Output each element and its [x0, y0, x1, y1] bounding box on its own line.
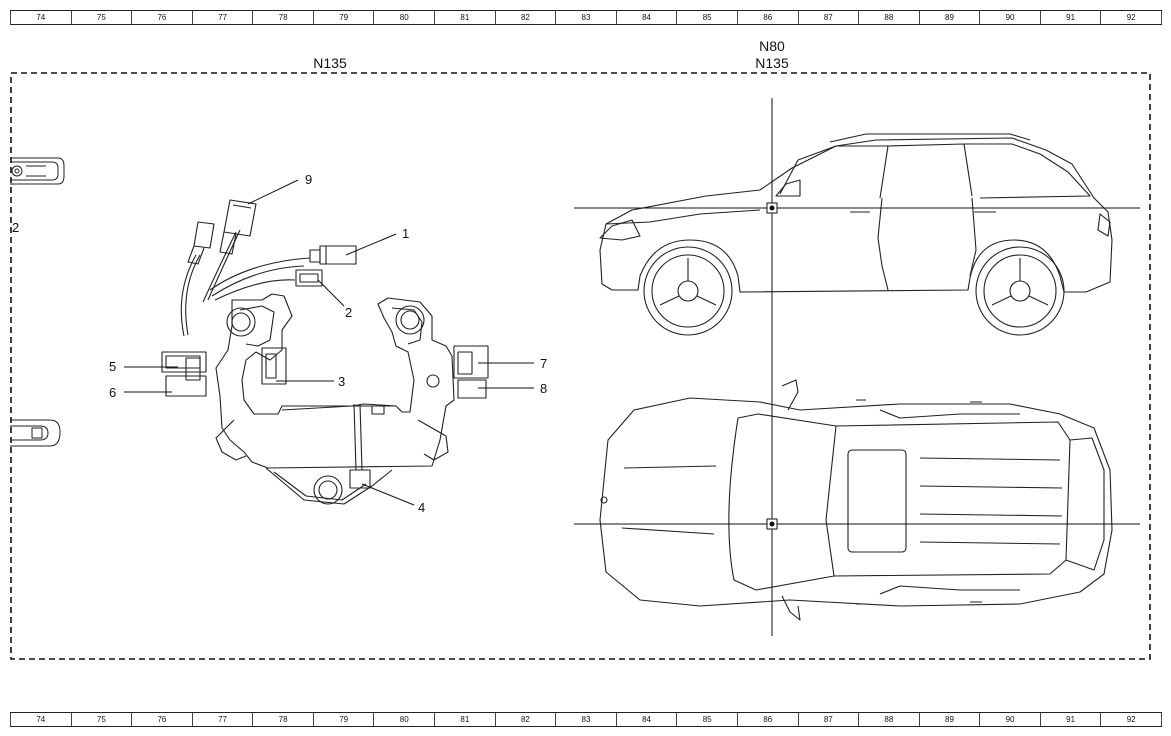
ruler-tick: 89 — [918, 11, 980, 24]
ruler-tick: 88 — [858, 713, 919, 726]
ruler-tick: 87 — [797, 713, 859, 726]
ruler-tick: 83 — [555, 11, 616, 24]
ruler-tick: 79 — [312, 11, 374, 24]
ruler-tick: 74 — [10, 713, 71, 726]
ruler-tick: 86 — [736, 11, 798, 24]
location-label-left: N135 — [313, 55, 347, 71]
ruler-tick: 77 — [191, 11, 253, 24]
location-label-right-bottom: N135 — [755, 55, 789, 71]
ruler-tick: 82 — [494, 11, 556, 24]
ruler-tick: 80 — [373, 713, 434, 726]
ruler-tick: 75 — [70, 713, 132, 726]
callout-leaders — [124, 179, 534, 506]
ruler-tick: 84 — [615, 11, 677, 24]
ruler-tick: 84 — [615, 713, 677, 726]
ruler-tick: 92 — [1100, 713, 1162, 726]
reference-crosshair — [574, 98, 1140, 636]
callout-5: 5 — [109, 359, 116, 374]
ruler-tick: 78 — [252, 11, 313, 24]
ruler-tick: 80 — [373, 11, 434, 24]
ruler-tick: 77 — [191, 713, 253, 726]
ruler-tick: 88 — [858, 11, 919, 24]
ruler-tick: 74 — [10, 11, 71, 24]
callout-7: 7 — [540, 356, 547, 371]
callout-3: 3 — [338, 374, 345, 389]
ruler-tick: 90 — [979, 713, 1040, 726]
ruler-tick: 85 — [676, 11, 737, 24]
vehicle-side-view — [599, 133, 1113, 336]
ruler-tick: 91 — [1039, 11, 1101, 24]
ruler-tick: 92 — [1100, 11, 1162, 24]
ruler-tick: 83 — [555, 713, 616, 726]
ruler-tick: 76 — [131, 713, 192, 726]
ruler-tick: 78 — [252, 713, 313, 726]
ruler-tick: 81 — [434, 11, 495, 24]
ruler-tick: 82 — [494, 713, 556, 726]
callout-6: 6 — [109, 385, 116, 400]
callout-4: 4 — [418, 500, 425, 515]
ruler-tick: 79 — [312, 713, 374, 726]
ruler-tick: 89 — [918, 713, 980, 726]
ruler-tick: 86 — [736, 713, 798, 726]
ruler-tick: 75 — [70, 11, 132, 24]
component-assembly — [161, 199, 489, 505]
ruler-tick: 90 — [979, 11, 1040, 24]
ruler-tick: 81 — [434, 713, 495, 726]
ruler-tick: 76 — [131, 11, 192, 24]
detail-frame — [10, 72, 1151, 660]
callout-1: 1 — [402, 226, 409, 241]
vehicle-top-view — [599, 379, 1113, 621]
partial-connector-bottom — [10, 419, 61, 447]
ruler-tick: 91 — [1039, 713, 1101, 726]
callout-8: 8 — [540, 381, 547, 396]
callout-9: 9 — [305, 172, 312, 187]
ruler-tick: 85 — [676, 713, 737, 726]
location-label-right-top: N80 — [759, 38, 785, 54]
callout-2: 2 — [345, 305, 352, 320]
ruler-tick: 87 — [797, 11, 859, 24]
partial-connector-top — [10, 157, 65, 185]
side-marker: 2 — [12, 220, 19, 235]
